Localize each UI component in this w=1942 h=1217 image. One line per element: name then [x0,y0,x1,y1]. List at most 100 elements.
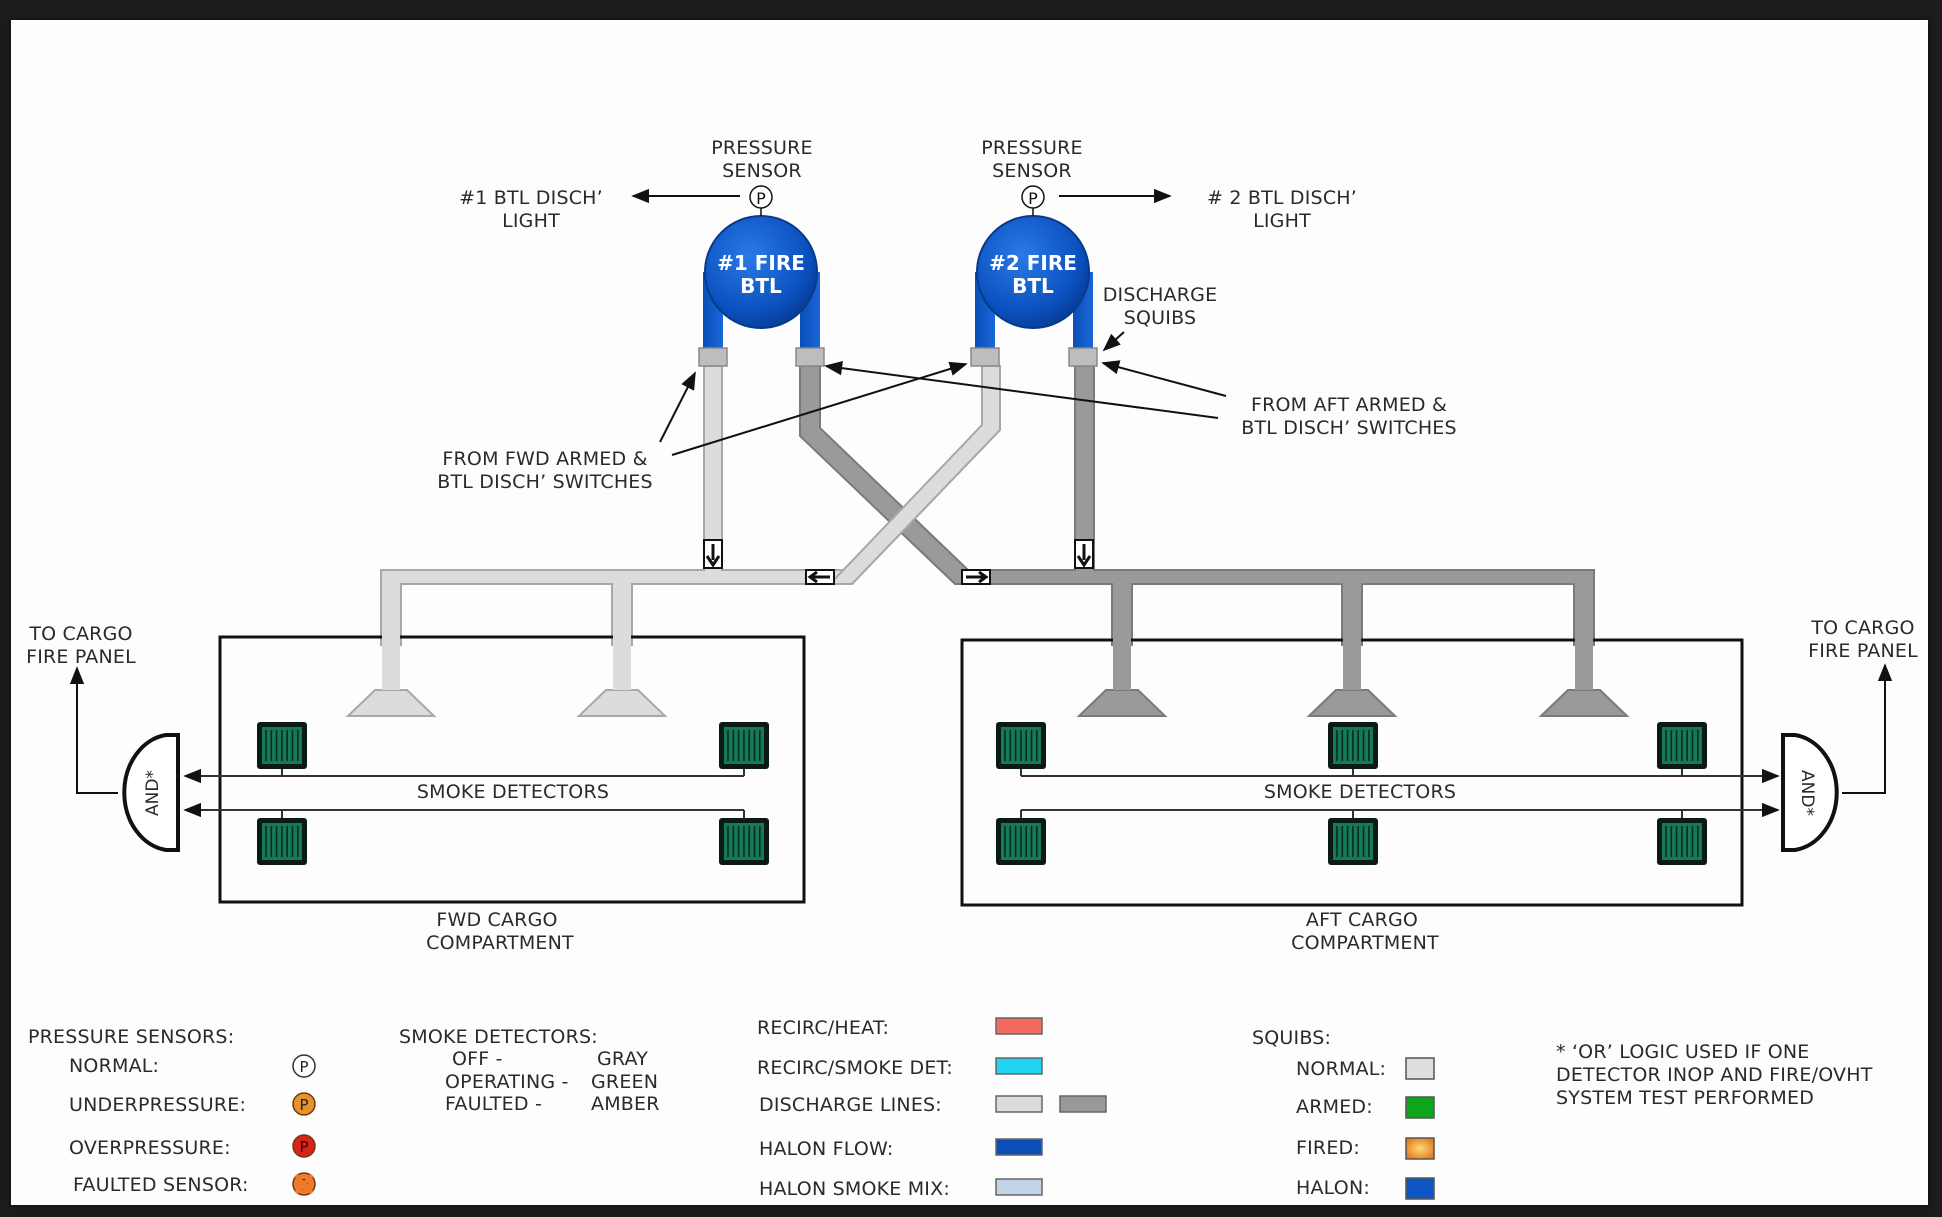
legend-smoke-off-state: OFF - [452,1048,503,1070]
bottle-1-label-line1: #1 FIRE [717,251,805,275]
smoke-detector-icon[interactable] [1328,818,1378,865]
legend-line-swatch [1059,1095,1107,1113]
diagram-panel [11,20,1928,1205]
legend-smoke-operating-state: OPERATING - [445,1071,569,1093]
smoke-detector-icon[interactable] [719,818,769,865]
to-cargo-left-label-line2: FIRE PANEL [26,646,136,668]
legend-line-swatch [995,1017,1043,1035]
to-cargo-left-label-line1: TO CARGO [28,623,132,645]
nozzle [1076,689,1168,717]
and-gate-right: AND* [1781,663,1893,852]
and-gate-left: AND* [69,666,180,852]
smoke-detector-icon[interactable] [719,722,769,769]
bottle-1-label-line2: BTL [740,274,782,298]
from-aft-arrow-to-squib-2 [1101,360,1227,397]
aft-discharge-nozzles [1076,689,1630,717]
legend-smoke-off-color: GRAY [597,1048,648,1070]
bottle-2-label-line1: #2 FIRE [989,251,1077,275]
fire-bottle-2[interactable]: #2 FIRE BTL [975,215,1093,350]
pressure-sensor-2-label-line1: PRESSURE [981,137,1083,159]
legend-squib-swatches [1405,1057,1435,1200]
pressure-sensor-1-label-line2: SENSOR [722,160,802,182]
legend-squib-swatch [1405,1096,1435,1119]
discharge-squibs-arrow [1102,331,1125,352]
legend-squibs-title: SQUIBS: [1252,1027,1331,1049]
smoke-detector-icon[interactable] [1328,722,1378,769]
svg-text:P: P [299,1096,308,1114]
disch-light-1-label-line2: LIGHT [502,210,560,232]
squib-2-right[interactable] [1068,347,1098,367]
fwd-smoke-detectors-label: SMOKE DETECTORS [417,781,609,803]
fire-bottle-1[interactable]: #1 FIRE BTL [703,215,820,350]
nozzle [576,689,668,717]
fwd-compartment-label-line1: FWD CARGO [436,909,557,931]
legend-smoke-operating-color: GREEN [591,1071,658,1093]
legend-halon-flow-label: HALON FLOW: [759,1138,893,1160]
smoke-detector-icon[interactable] [257,722,307,769]
smoke-detector-icon[interactable] [257,818,307,865]
smoke-detector-icon[interactable] [996,818,1046,865]
check-valve-down-icon [1074,539,1094,569]
from-fwd-arrow-to-squib-1 [659,371,696,443]
aft-smoke-detectors-label: SMOKE DETECTORS [1264,781,1456,803]
legend-squib-swatch [1405,1137,1435,1160]
svg-text:P: P [299,1058,308,1076]
legend-sensor-underpressure-icon: P [292,1092,316,1116]
squib-2-left[interactable] [970,347,1000,367]
legend-pressure-icons: PPPP [292,1054,316,1196]
and-gate-label: AND* [1797,770,1817,816]
smoke-detector-icon[interactable] [1657,722,1707,769]
smoke-detector-icon[interactable] [996,722,1046,769]
legend-note-line3: SYSTEM TEST PERFORMED [1556,1087,1814,1109]
legend-smoke-faulted-color: AMBER [591,1093,660,1115]
fwd-compartment-label-line2: COMPARTMENT [426,932,574,954]
legend-sensor-faulted-icon: P [292,1172,316,1196]
from-fwd-label-line1: FROM FWD ARMED & [442,448,647,470]
squib-1-left[interactable] [698,347,728,367]
to-cargo-fire-panel-right-wire [1842,663,1893,794]
legend-line-swatches [995,1017,1107,1196]
discharge-squibs-label-line1: DISCHARGE [1103,284,1218,306]
from-aft-label-line1: FROM AFT ARMED & [1251,394,1447,416]
legend-squib-fired-label: FIRED: [1296,1137,1360,1159]
pressure-sensor-icon [1021,185,1045,209]
from-fwd-label-line2: BTL DISCH’ SWITCHES [437,471,653,493]
to-cargo-right-label-line2: FIRE PANEL [1808,640,1918,662]
pressure-sensor-icon [749,185,773,209]
fwd-cargo-compartment[interactable] [218,635,806,904]
to-cargo-fire-panel-left-wire [69,666,118,794]
disch-light-2-label-line2: LIGHT [1253,210,1311,232]
and-gate-icon [122,733,180,852]
legend-line-swatch [995,1138,1043,1156]
legend-squib-swatch [1405,1177,1435,1200]
legend-line-swatch [995,1095,1043,1113]
disch-light-2-label-line1: # 2 BTL DISCH’ [1207,187,1357,209]
smoke-detector-icon[interactable] [1657,818,1707,865]
nozzle [345,689,437,717]
check-valve-left-icon [805,569,835,585]
to-cargo-right-label-line1: TO CARGO [1810,617,1914,639]
legend-recirc-smoke-label: RECIRC/SMOKE DET: [757,1057,953,1079]
legend-sensor-overpressure-icon: P [292,1134,316,1158]
discharge-squibs [698,347,1098,367]
legend-pressure-faulted-label: FAULTED SENSOR: [73,1174,249,1196]
fwd-discharge-nozzles [345,689,668,717]
nozzle [1538,689,1630,717]
aft-compartment-label-line1: AFT CARGO [1306,909,1418,931]
pressure-sensor-2[interactable]: P [1021,185,1045,216]
bottle-2-label-line2: BTL [1012,274,1054,298]
legend-discharge-lines-label: DISCHARGE LINES: [759,1094,942,1116]
legend: PRESSURE SENSORS: NORMAL: UNDERPRESSURE:… [28,1017,1873,1200]
discharge-line-dark-crossover [799,365,1595,646]
from-aft-arrow-to-squib-1 [824,360,1219,419]
legend-smoke-faulted-state: FAULTED - [445,1093,542,1115]
legend-squib-armed-label: ARMED: [1296,1096,1373,1118]
legend-pressure-under-label: UNDERPRESSURE: [69,1094,246,1116]
pressure-sensor-1[interactable]: P [749,185,773,216]
legend-pressure-over-label: OVERPRESSURE: [69,1137,231,1159]
smoke-detectors [257,722,1707,865]
discharge-squibs-label-line2: SQUIBS [1124,307,1197,329]
legend-squib-halon-label: HALON: [1296,1177,1370,1199]
squib-1-right[interactable] [795,347,825,367]
aft-compartment-label-line2: COMPARTMENT [1291,932,1439,954]
